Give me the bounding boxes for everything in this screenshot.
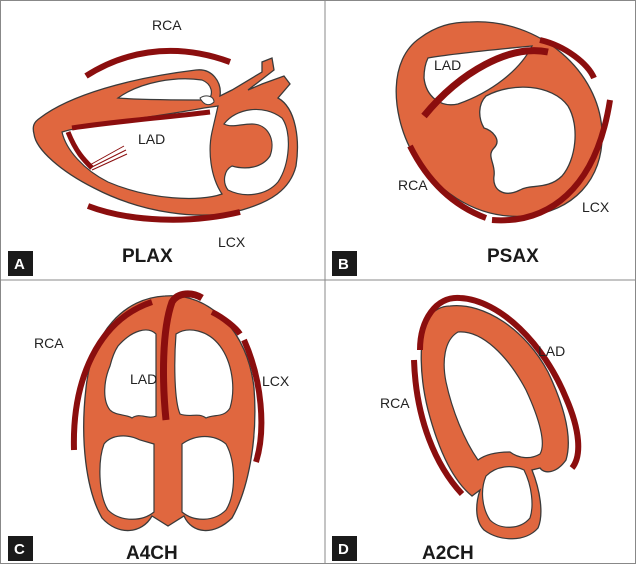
a4ch-la-cavity bbox=[182, 437, 234, 520]
psax-title: PSAX bbox=[487, 246, 539, 267]
psax-lcx-label: LCX bbox=[582, 199, 610, 215]
plax-lad-label: LAD bbox=[138, 131, 165, 147]
a2ch-lad-label: LAD bbox=[538, 343, 565, 359]
psax-rca-label: RCA bbox=[398, 177, 428, 193]
a2ch-title: A2CH bbox=[422, 543, 474, 564]
a2ch-la-cavity bbox=[483, 467, 532, 528]
a2ch-rca-label: RCA bbox=[380, 395, 410, 411]
a4ch-lcx-label: LCX bbox=[262, 373, 290, 389]
a2ch-badge-letter: D bbox=[338, 541, 349, 558]
a4ch-ra-cavity bbox=[100, 436, 154, 519]
a4ch-rca-label: RCA bbox=[34, 335, 64, 351]
a4ch-badge-letter: C bbox=[14, 541, 25, 558]
a4ch-title: A4CH bbox=[126, 543, 178, 564]
a4ch-lad-label: LAD bbox=[130, 371, 157, 387]
plax-title: PLAX bbox=[122, 246, 173, 267]
psax-badge-letter: B bbox=[338, 256, 349, 273]
psax-lad-label: LAD bbox=[434, 57, 461, 73]
plax-badge-letter: A bbox=[14, 256, 25, 273]
plax-lcx-label: LCX bbox=[218, 234, 246, 250]
plax-rca-label: RCA bbox=[152, 17, 182, 33]
